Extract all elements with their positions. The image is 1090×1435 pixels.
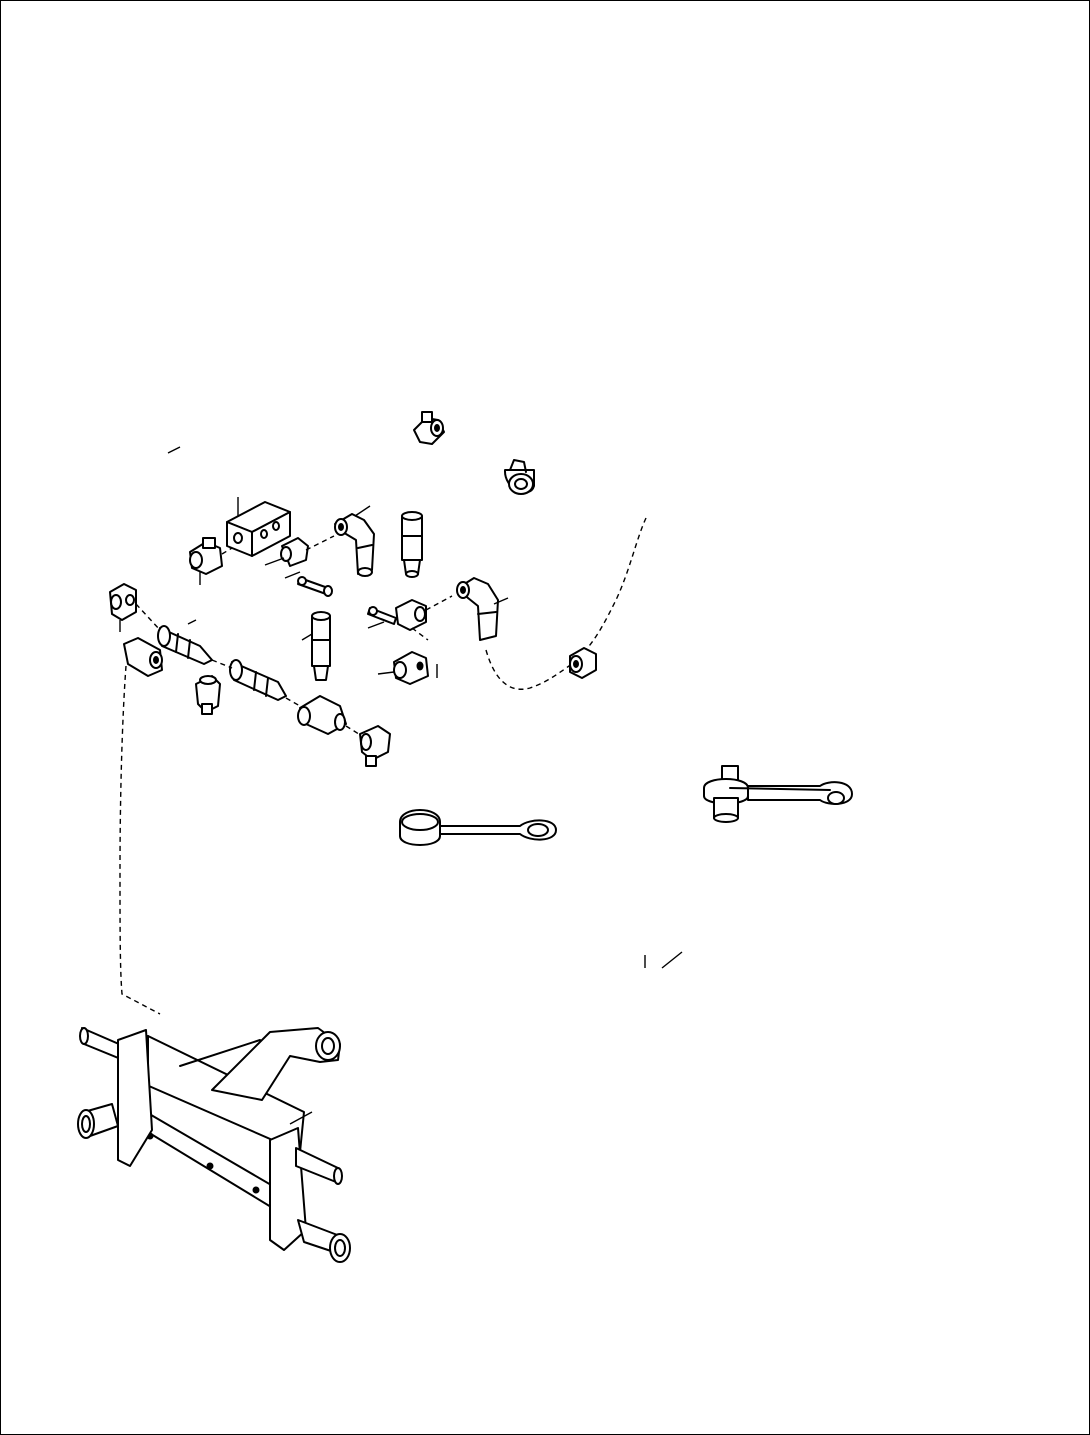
straight-hose-fitting-icon (264, 535, 335, 579)
valve-block-icon (226, 497, 291, 557)
tee-fitting-icon (109, 583, 161, 632)
cap-with-tether-icon (703, 765, 853, 823)
fitting-top-icon (413, 411, 445, 445)
straight-hose-fitting-icon (211, 659, 287, 701)
hose-line-icon (581, 517, 647, 655)
fitting-top-icon (195, 675, 221, 715)
tee-fitting-icon (377, 651, 438, 685)
hose-line-icon (119, 665, 161, 1015)
elbow-fitting-icon (123, 637, 163, 677)
straight-hose-fitting-icon (401, 511, 423, 578)
tee-fitting-icon (285, 695, 363, 737)
hose-line-icon (485, 649, 573, 690)
leader-line (661, 951, 683, 969)
bolt-icon (297, 576, 333, 597)
bolt-icon (367, 595, 453, 641)
leader-line (167, 446, 181, 454)
fitting-top-icon (359, 725, 391, 767)
hose-clamp-icon (503, 459, 535, 495)
axle-frame-icon (77, 1027, 351, 1263)
fitting-top-icon (569, 647, 597, 679)
tee-fitting-icon (189, 537, 233, 585)
dust-cap-strap-icon (399, 809, 557, 846)
straight-hose-fitting-icon (301, 611, 331, 681)
elbow-fitting-icon (456, 577, 509, 641)
straight-hose-fitting-icon (157, 619, 213, 665)
elbow-fitting-icon (334, 505, 375, 577)
